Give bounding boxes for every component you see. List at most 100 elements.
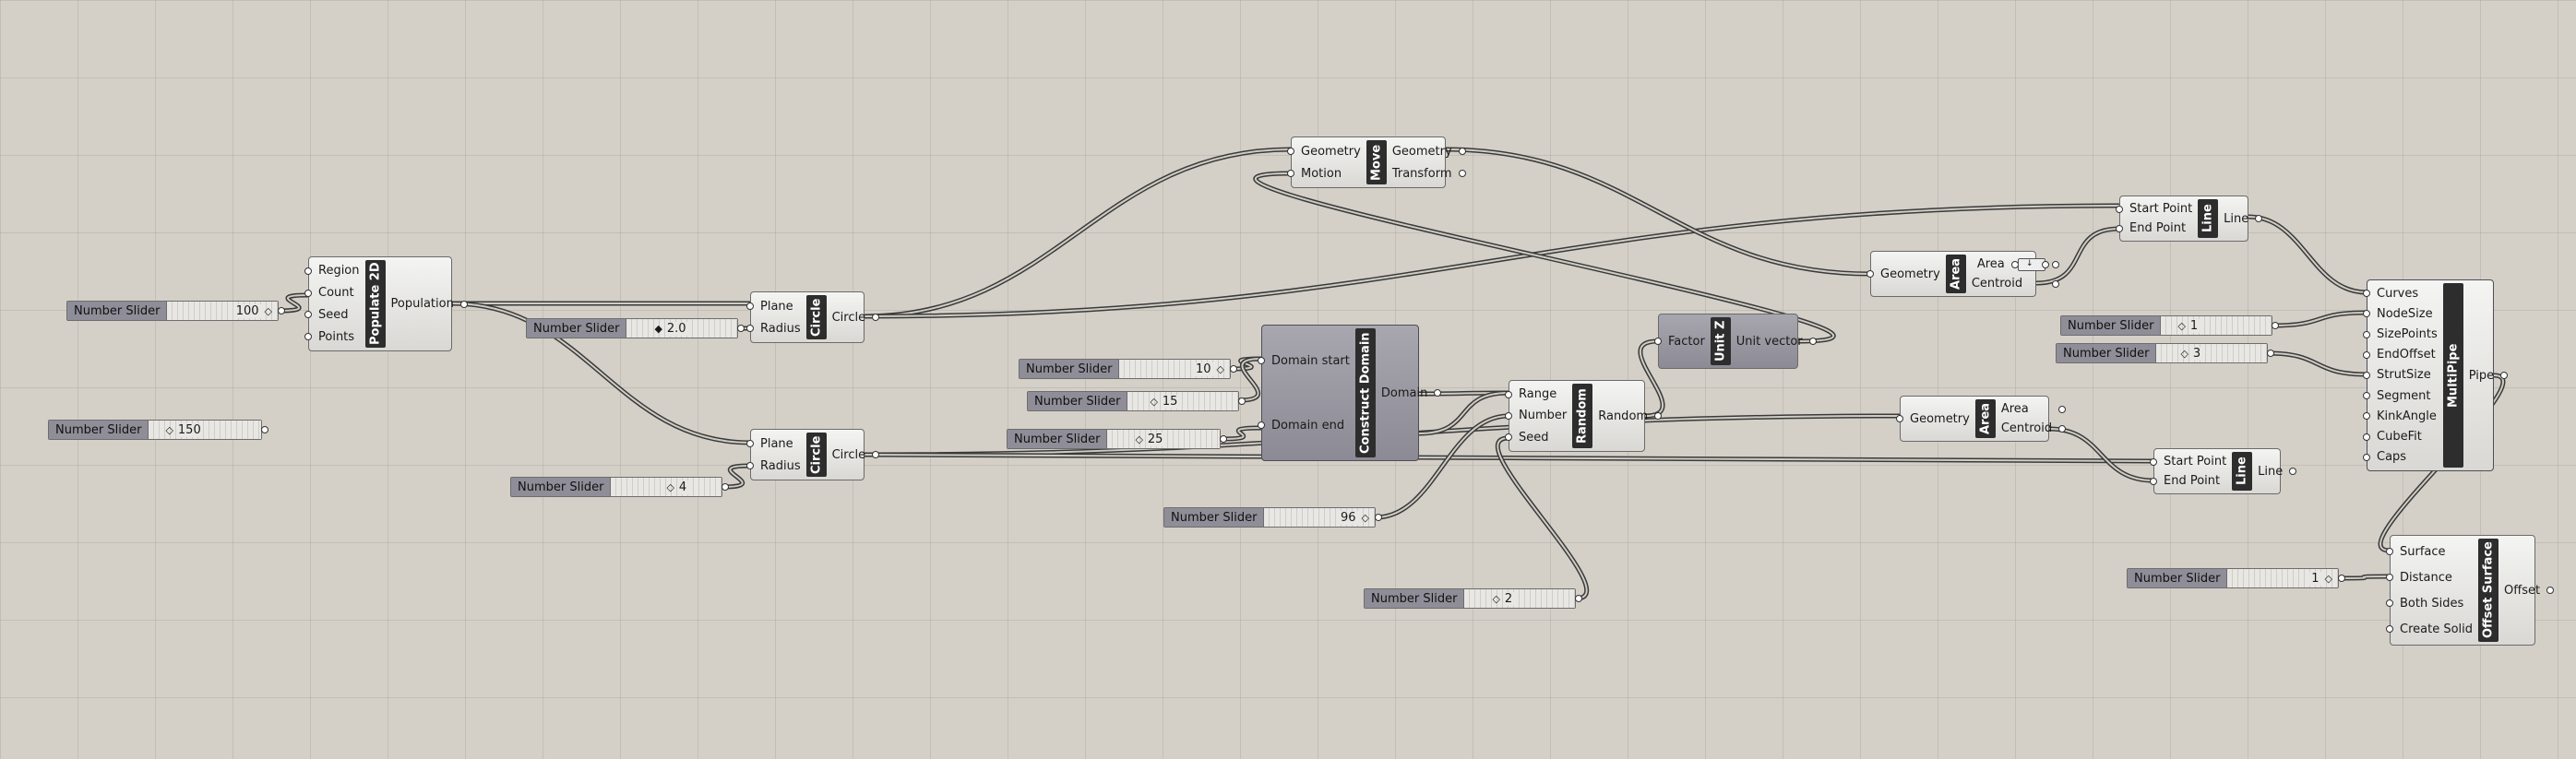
slider-track[interactable]: ◇15: [1127, 392, 1238, 410]
input-motion[interactable]: Motion: [1287, 167, 1366, 181]
input-end-point[interactable]: End Point: [2115, 221, 2198, 235]
input-count[interactable]: Count: [304, 286, 365, 300]
number-slider-strutsize[interactable]: Number Slider ◇3: [2056, 343, 2274, 363]
input-domain-start[interactable]: Domain start: [1258, 354, 1355, 368]
output-geometry[interactable]: Geometry: [1387, 145, 1466, 159]
number-slider-150[interactable]: Number Slider ◇150: [48, 420, 268, 440]
input-nodesize[interactable]: NodeSize: [2363, 307, 2443, 321]
slider-track[interactable]: ◇4: [611, 478, 722, 496]
input-end-point[interactable]: End Point: [2149, 474, 2232, 488]
input-strutsize[interactable]: StrutSize: [2363, 368, 2443, 382]
input-caps[interactable]: Caps: [2363, 450, 2443, 464]
input-number[interactable]: Number: [1504, 409, 1572, 422]
slider-knob-icon[interactable]: ◇: [1492, 592, 1500, 605]
slider-track[interactable]: ◇1: [2161, 316, 2272, 335]
slider-knob-icon[interactable]: ◇: [1216, 362, 1224, 375]
output-grip[interactable]: [2338, 575, 2345, 582]
output-circle[interactable]: Circle: [827, 311, 879, 325]
output-grip[interactable]: [1238, 397, 1246, 405]
output-centroid[interactable]: Centroid: [1996, 421, 2067, 435]
construct-domain-component[interactable]: Domain start Domain end Construct Domain…: [1258, 325, 1442, 461]
populate-2d-component[interactable]: Region Count Seed Points Populate 2D Pop…: [304, 256, 469, 351]
input-seed[interactable]: Seed: [1504, 431, 1572, 445]
number-slider-radius1[interactable]: Number Slider ◆2.0: [526, 318, 745, 338]
slider-track[interactable]: 100◇: [167, 302, 278, 320]
slider-knob-icon[interactable]: ◇: [2177, 319, 2186, 332]
slider-track[interactable]: 10◇: [1119, 360, 1230, 378]
input-seed[interactable]: Seed: [304, 308, 365, 322]
output-random[interactable]: Random: [1592, 409, 1662, 423]
output-pipe[interactable]: Pipe: [2463, 369, 2509, 383]
slider-knob-icon[interactable]: ◇: [666, 480, 674, 493]
slider-knob-icon[interactable]: ◇: [1150, 395, 1158, 408]
output-grip[interactable]: [722, 483, 729, 491]
input-surface[interactable]: Surface: [2385, 545, 2478, 559]
input-start-point[interactable]: Start Point: [2115, 202, 2198, 216]
output-grip[interactable]: [1575, 595, 1582, 602]
output-grip[interactable]: [1375, 514, 1382, 521]
input-segment[interactable]: Segment: [2363, 389, 2443, 403]
output-line[interactable]: Line: [2218, 212, 2263, 226]
slider-track[interactable]: ◇25: [1107, 430, 1220, 448]
slider-knob-icon[interactable]: ◇: [1135, 433, 1143, 445]
input-curves[interactable]: Curves: [2363, 287, 2443, 301]
input-radius[interactable]: Radius: [746, 459, 806, 473]
output-offset[interactable]: Offset: [2498, 584, 2555, 598]
slider-track[interactable]: ◇2: [1464, 589, 1575, 608]
input-endoffset[interactable]: EndOffset: [2363, 348, 2443, 362]
multipipe-component[interactable]: Curves NodeSize SizePoints EndOffset Str…: [2363, 279, 2509, 471]
output-grip[interactable]: [261, 426, 268, 433]
random-component[interactable]: Range Number Seed Random Random: [1504, 380, 1662, 452]
offset-surface-component[interactable]: Surface Distance Both Sides Create Solid…: [2385, 535, 2555, 646]
input-geometry[interactable]: Geometry: [1287, 145, 1366, 159]
slider-knob-icon[interactable]: ◆: [654, 322, 662, 335]
input-sizepoints[interactable]: SizePoints: [2363, 327, 2443, 341]
slider-knob-icon[interactable]: ◇: [264, 304, 272, 317]
output-line[interactable]: Line: [2252, 465, 2297, 479]
slider-knob-icon[interactable]: ◇: [2180, 347, 2188, 360]
output-grip[interactable]: [2267, 350, 2274, 357]
number-slider-domain-start[interactable]: Number Slider 10◇: [1019, 359, 1237, 379]
input-region[interactable]: Region: [304, 264, 365, 278]
area-component-2[interactable]: Geometry Area Area Centroid: [1896, 396, 2067, 442]
output-transform[interactable]: Transform: [1387, 167, 1466, 181]
output-domain[interactable]: Domain: [1376, 386, 1442, 400]
slider-knob-icon[interactable]: ◇: [2324, 572, 2332, 585]
area-component-1[interactable]: Geometry Area Area↓ Centroid: [1866, 251, 2059, 297]
input-factor[interactable]: Factor: [1654, 335, 1711, 349]
input-both-sides[interactable]: Both Sides: [2385, 597, 2478, 611]
input-points[interactable]: Points: [304, 330, 365, 344]
input-create-solid[interactable]: Create Solid: [2385, 623, 2478, 636]
output-area[interactable]: Area↓: [1966, 257, 2059, 271]
slider-knob-icon[interactable]: ◇: [1361, 511, 1369, 524]
input-plane[interactable]: Plane: [746, 437, 806, 451]
line-component-2[interactable]: Start Point End Point Line Line: [2149, 448, 2297, 494]
slider-track[interactable]: ◇150: [149, 421, 261, 439]
output-grip[interactable]: [737, 325, 745, 332]
input-kinkangle[interactable]: KinkAngle: [2363, 409, 2443, 423]
input-geometry[interactable]: Geometry: [1866, 267, 1946, 281]
circle-component-1[interactable]: Plane Radius Circle Circle: [746, 291, 879, 343]
output-grip[interactable]: [278, 307, 285, 314]
move-component[interactable]: Geometry Motion Move Geometry Transform: [1287, 136, 1466, 188]
input-plane[interactable]: Plane: [746, 300, 806, 314]
unit-z-component[interactable]: Factor Unit Z Unit vector: [1654, 314, 1817, 369]
number-slider-96[interactable]: Number Slider 96◇: [1163, 507, 1382, 528]
number-slider-count[interactable]: Number Slider 100◇: [66, 301, 285, 321]
output-grip[interactable]: [1230, 365, 1237, 373]
output-area[interactable]: Area: [1996, 402, 2067, 416]
slider-track[interactable]: 96◇: [1264, 508, 1375, 527]
output-grip[interactable]: [2272, 322, 2279, 329]
output-population[interactable]: Population: [386, 297, 469, 311]
input-cubefit[interactable]: CubeFit: [2363, 430, 2443, 444]
number-slider-15[interactable]: Number Slider ◇15: [1027, 391, 1246, 411]
slider-track[interactable]: ◆2.0: [626, 319, 737, 338]
input-radius[interactable]: Radius: [746, 322, 806, 336]
number-slider-seed[interactable]: Number Slider ◇2: [1364, 588, 1582, 609]
line-component-1[interactable]: Start Point End Point Line Line: [2115, 196, 2263, 242]
circle-component-2[interactable]: Plane Radius Circle Circle: [746, 429, 879, 480]
slider-knob-icon[interactable]: ◇: [165, 423, 173, 436]
number-slider-distance[interactable]: Number Slider 1◇: [2127, 568, 2345, 588]
input-geometry[interactable]: Geometry: [1896, 412, 1975, 426]
output-centroid[interactable]: Centroid: [1966, 277, 2059, 291]
